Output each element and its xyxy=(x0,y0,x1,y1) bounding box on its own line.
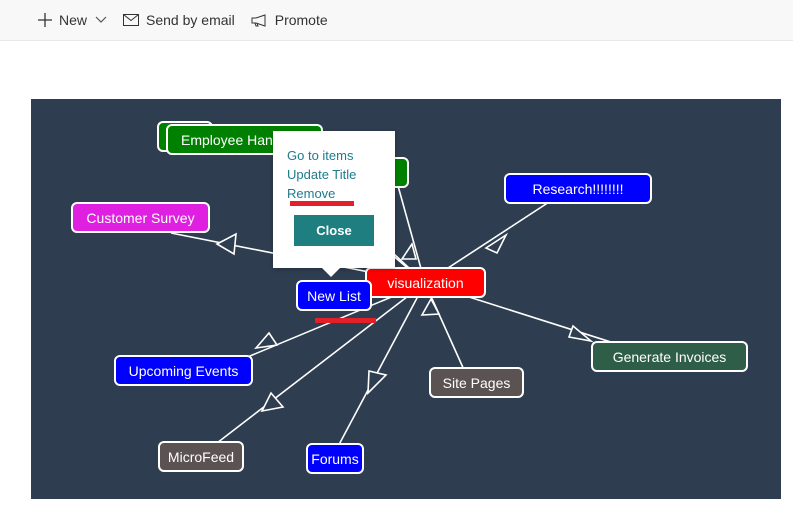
popup-pointer xyxy=(321,267,341,277)
update-title-link[interactable]: Update Title xyxy=(287,167,357,182)
edge-forums xyxy=(333,282,426,455)
chevron-down-icon[interactable] xyxy=(95,16,107,24)
arrowhead-forums xyxy=(367,370,388,396)
promote-button[interactable]: Promote xyxy=(251,0,328,40)
arrowhead-research xyxy=(484,232,509,255)
go-to-items-link[interactable]: Go to items xyxy=(287,148,354,163)
send-by-email-label: Send by email xyxy=(146,12,235,28)
edge-hidden-node xyxy=(394,174,426,284)
plus-icon xyxy=(38,13,52,27)
mail-icon xyxy=(123,14,140,26)
arrowhead-microfeed xyxy=(260,391,285,413)
annotation-underline-new-list xyxy=(315,318,376,323)
node-forums[interactable]: Forums xyxy=(306,443,364,474)
remove-link[interactable]: Remove xyxy=(287,186,336,201)
megaphone-icon xyxy=(251,13,268,27)
arrowhead-upcoming-events xyxy=(253,331,279,350)
new-button[interactable]: New xyxy=(38,0,107,40)
arrowhead-hidden-node xyxy=(400,242,418,260)
node-new-list[interactable]: New List xyxy=(296,280,372,311)
arrowhead-customer-survey xyxy=(215,232,237,256)
visualization-canvas[interactable]: Employee Handbook Customer Survey Resear… xyxy=(31,99,781,499)
command-bar: New Send by email Promote xyxy=(0,0,793,41)
node-generate-invoices[interactable]: Generate Invoices xyxy=(591,341,748,372)
promote-label: Promote xyxy=(274,12,328,28)
close-button[interactable]: Close xyxy=(294,215,374,246)
node-site-pages[interactable]: Site Pages xyxy=(429,367,524,398)
arrowhead-site-pages xyxy=(420,297,441,316)
node-customer-survey[interactable]: Customer Survey xyxy=(71,202,210,233)
node-upcoming-events[interactable]: Upcoming Events xyxy=(114,355,253,386)
node-microfeed[interactable]: MicroFeed xyxy=(158,441,244,472)
node-research[interactable]: Research!!!!!!!! xyxy=(504,173,652,204)
annotation-underline-remove xyxy=(290,201,354,206)
send-by-email-button[interactable]: Send by email xyxy=(123,0,235,40)
arrowhead-generate-invoices xyxy=(567,324,594,343)
edge-microfeed xyxy=(203,282,426,454)
new-label: New xyxy=(59,12,88,28)
edge-site-pages xyxy=(424,282,470,382)
node-context-popup: Go to items Update Title Remove Close xyxy=(273,131,395,277)
node-visualization[interactable]: visualization xyxy=(365,267,486,298)
